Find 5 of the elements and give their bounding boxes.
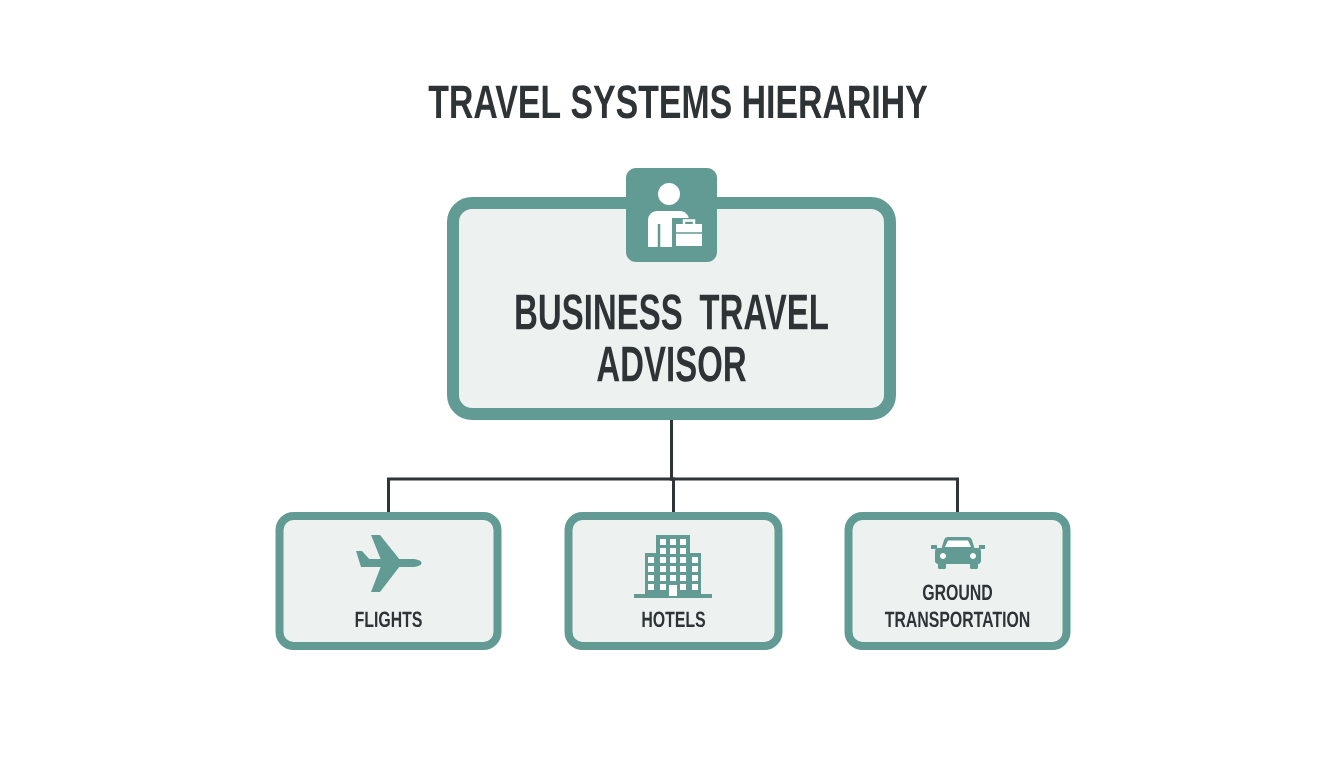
- title: TRAVEL SYSTEMS HIERARIHY: [428, 85, 928, 119]
- rounded-box: BUSINESS TRAVEL ADVISOR: [447, 197, 896, 420]
- rounded-box: GROUND TRANSPORTATION: [844, 512, 1071, 650]
- rounded-box: FLIGHTS: [275, 512, 502, 650]
- connector-line: [670, 420, 959, 512]
